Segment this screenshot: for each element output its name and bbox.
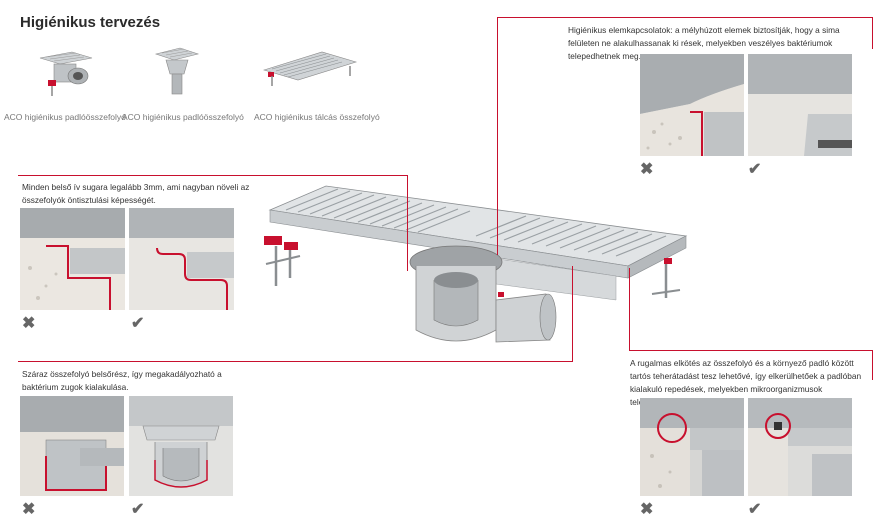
callout-top-right-text: Higiénikus elemkapcsolatok: a mélyhúzott… [568,25,840,61]
product-thumb-2 [152,42,202,98]
bad-mark-mid-left: ✖ [22,315,36,332]
connector-line-bottom-left-v [572,266,573,362]
connector-line-mid-left-v [407,175,408,271]
bad-mark-top-right: ✖ [640,161,654,178]
detail-photo-mid-left-bad [20,208,125,310]
connector-line-bottom-left-h [18,361,573,362]
detail-photo-top-right-good [748,54,852,156]
detail-photo-bottom-left-good [129,396,233,496]
product-caption-3: ACO higiénikus tálcás összefolyó [254,112,380,122]
connector-line-bottom-right-v2 [872,350,873,380]
good-mark-bottom-right: ✔ [748,501,762,518]
detail-photo-mid-left-good [129,208,234,310]
detail-photo-bottom-left-bad [20,396,124,496]
connector-line-bottom-right-h [629,350,873,351]
detail-photo-top-right-bad [640,54,744,156]
detail-photo-bottom-right-bad [640,398,744,496]
detail-photo-bottom-right-good [748,398,852,496]
good-mark-top-right: ✔ [748,161,762,178]
good-mark-bottom-left: ✔ [131,501,145,518]
product-caption-1: ACO higiénikus padlóösszefolyó [4,112,126,122]
connector-line-mid-left-h [18,175,408,176]
product-thumb-1 [34,44,98,100]
connector-line-top-right-v2 [872,17,873,49]
callout-bottom-left-text: Száraz összefolyó belsőrész, így megakad… [22,369,222,392]
connector-line-bottom-right-v [629,268,630,351]
bad-mark-bottom-left: ✖ [22,501,36,518]
connector-line-top-right-v [497,17,498,255]
callout-mid-left-text: Minden belső ív sugara legalább 3mm, ami… [22,182,250,205]
product-thumb-3 [260,46,360,92]
connector-line-top-right-h [497,17,873,18]
page-title: Higiénikus tervezés [20,14,161,31]
good-mark-mid-left: ✔ [131,315,145,332]
product-caption-2: ACO higiénikus padlóösszefolyó [122,112,244,122]
bad-mark-bottom-right: ✖ [640,501,654,518]
main-drain-illustration [256,180,696,355]
